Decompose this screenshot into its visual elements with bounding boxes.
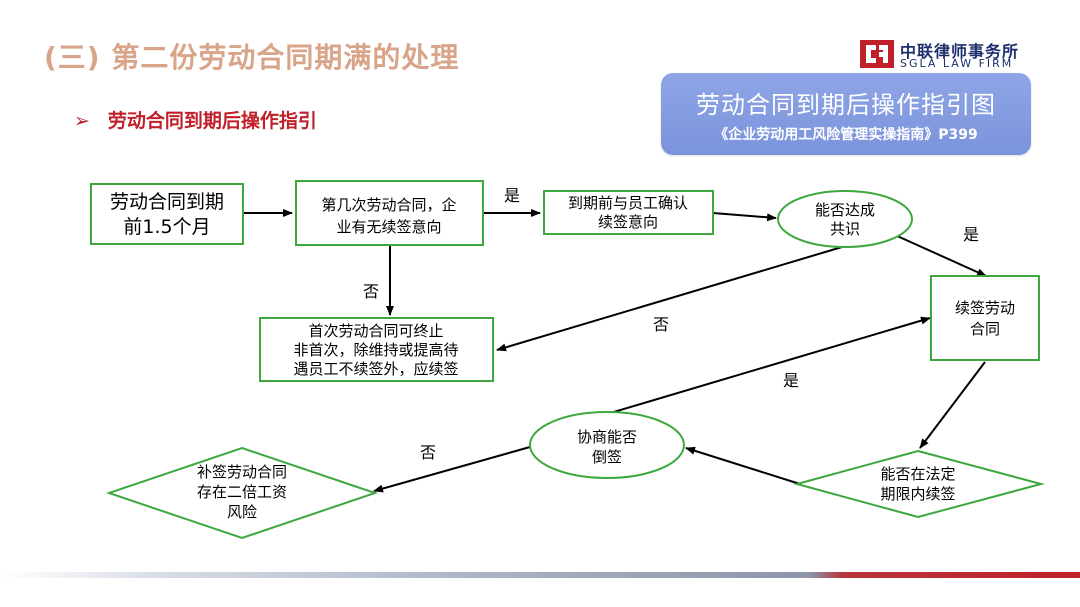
- node-start: [90, 183, 244, 245]
- firm-name-cn: 中联律师事务所: [900, 42, 1020, 61]
- node-risk-line3: 风险: [227, 503, 257, 521]
- node-renew-line1: 续签劳动: [955, 299, 1015, 317]
- node-legal-period: [793, 449, 1045, 519]
- node-risk-line1: 补签劳动合同: [197, 463, 287, 481]
- node-terminate-line3: 遇员工不续签外，应续签: [293, 360, 458, 378]
- node-terminate: [259, 317, 494, 382]
- edge-label-yes-check: 是: [504, 186, 520, 205]
- node-confirm-line2: 续签意向: [598, 213, 658, 231]
- firm-name-en: SGLA LAW FIRM: [900, 57, 1014, 70]
- node-check-count: [295, 180, 484, 246]
- guide-title: 劳动合同到期后操作指引图: [696, 91, 996, 119]
- guide-box: 劳动合同到期后操作指引图 《企业劳动用工风险管理实操指南》P399: [661, 73, 1031, 155]
- node-consensus: [777, 190, 913, 248]
- edge-label-no-consensus: 否: [653, 315, 669, 334]
- page-title: (三) 第二份劳动合同期满的处理: [44, 41, 460, 74]
- edge-backdate-to-renew: [606, 316, 931, 415]
- node-terminate-line2: 非首次，除维持或提高待: [293, 341, 458, 359]
- edge-label-yes-consensus: 是: [963, 225, 979, 244]
- node-start-line2: 前1.5个月: [123, 216, 210, 238]
- footer-bar: [0, 572, 1080, 578]
- section-heading: ➢ 劳动合同到期后操作指引: [74, 106, 317, 133]
- edge-confirm-to-consensus: [712, 212, 777, 222]
- node-terminate-line1: 首次劳动合同可终止: [308, 322, 443, 340]
- node-backdate-line2: 倒签: [592, 448, 622, 466]
- node-risk-line2: 存在二倍工资: [197, 483, 287, 501]
- edge-label-yes-backdate: 是: [783, 371, 799, 390]
- node-start-line1: 劳动合同到期: [110, 191, 224, 213]
- node-confirm: [543, 190, 714, 235]
- edge-legal-to-backdate: [685, 446, 801, 485]
- node-renew-line2: 合同: [970, 320, 1000, 338]
- node-renew: [930, 275, 1040, 361]
- edge-label-no-check: 否: [363, 282, 379, 301]
- node-legal-line1: 能否在法定: [880, 465, 955, 483]
- edge-consensus-to-renew: [894, 234, 987, 277]
- firm-logo: 中联律师事务所 SGLA LAW FIRM: [860, 38, 1030, 74]
- bullet-arrow-icon: ➢: [74, 110, 90, 132]
- node-risk: [105, 446, 379, 540]
- edge-consensus-to-terminate: [496, 246, 843, 352]
- edge-renew-to-legal: [919, 361, 986, 449]
- node-check-line1: 第几次劳动合同，企: [321, 196, 456, 214]
- guide-source: 《企业劳动用工风险管理实操指南》P399: [714, 127, 978, 143]
- node-consensus-line1: 能否达成: [815, 201, 875, 219]
- node-confirm-line1: 到期前与员工确认: [568, 194, 688, 212]
- node-check-line2: 业有无续签意向: [336, 218, 441, 236]
- node-consensus-line2: 共识: [830, 220, 860, 238]
- firm-logo-icon: [860, 40, 894, 68]
- edge-label-no-backdate: 否: [420, 443, 436, 462]
- section-heading-text: 劳动合同到期后操作指引: [107, 110, 317, 132]
- node-backdate: [529, 411, 685, 479]
- node-backdate-line1: 协商能否: [577, 428, 637, 446]
- edge-backdate-to-risk: [373, 446, 531, 493]
- node-legal-line2: 期限内续签: [880, 485, 955, 503]
